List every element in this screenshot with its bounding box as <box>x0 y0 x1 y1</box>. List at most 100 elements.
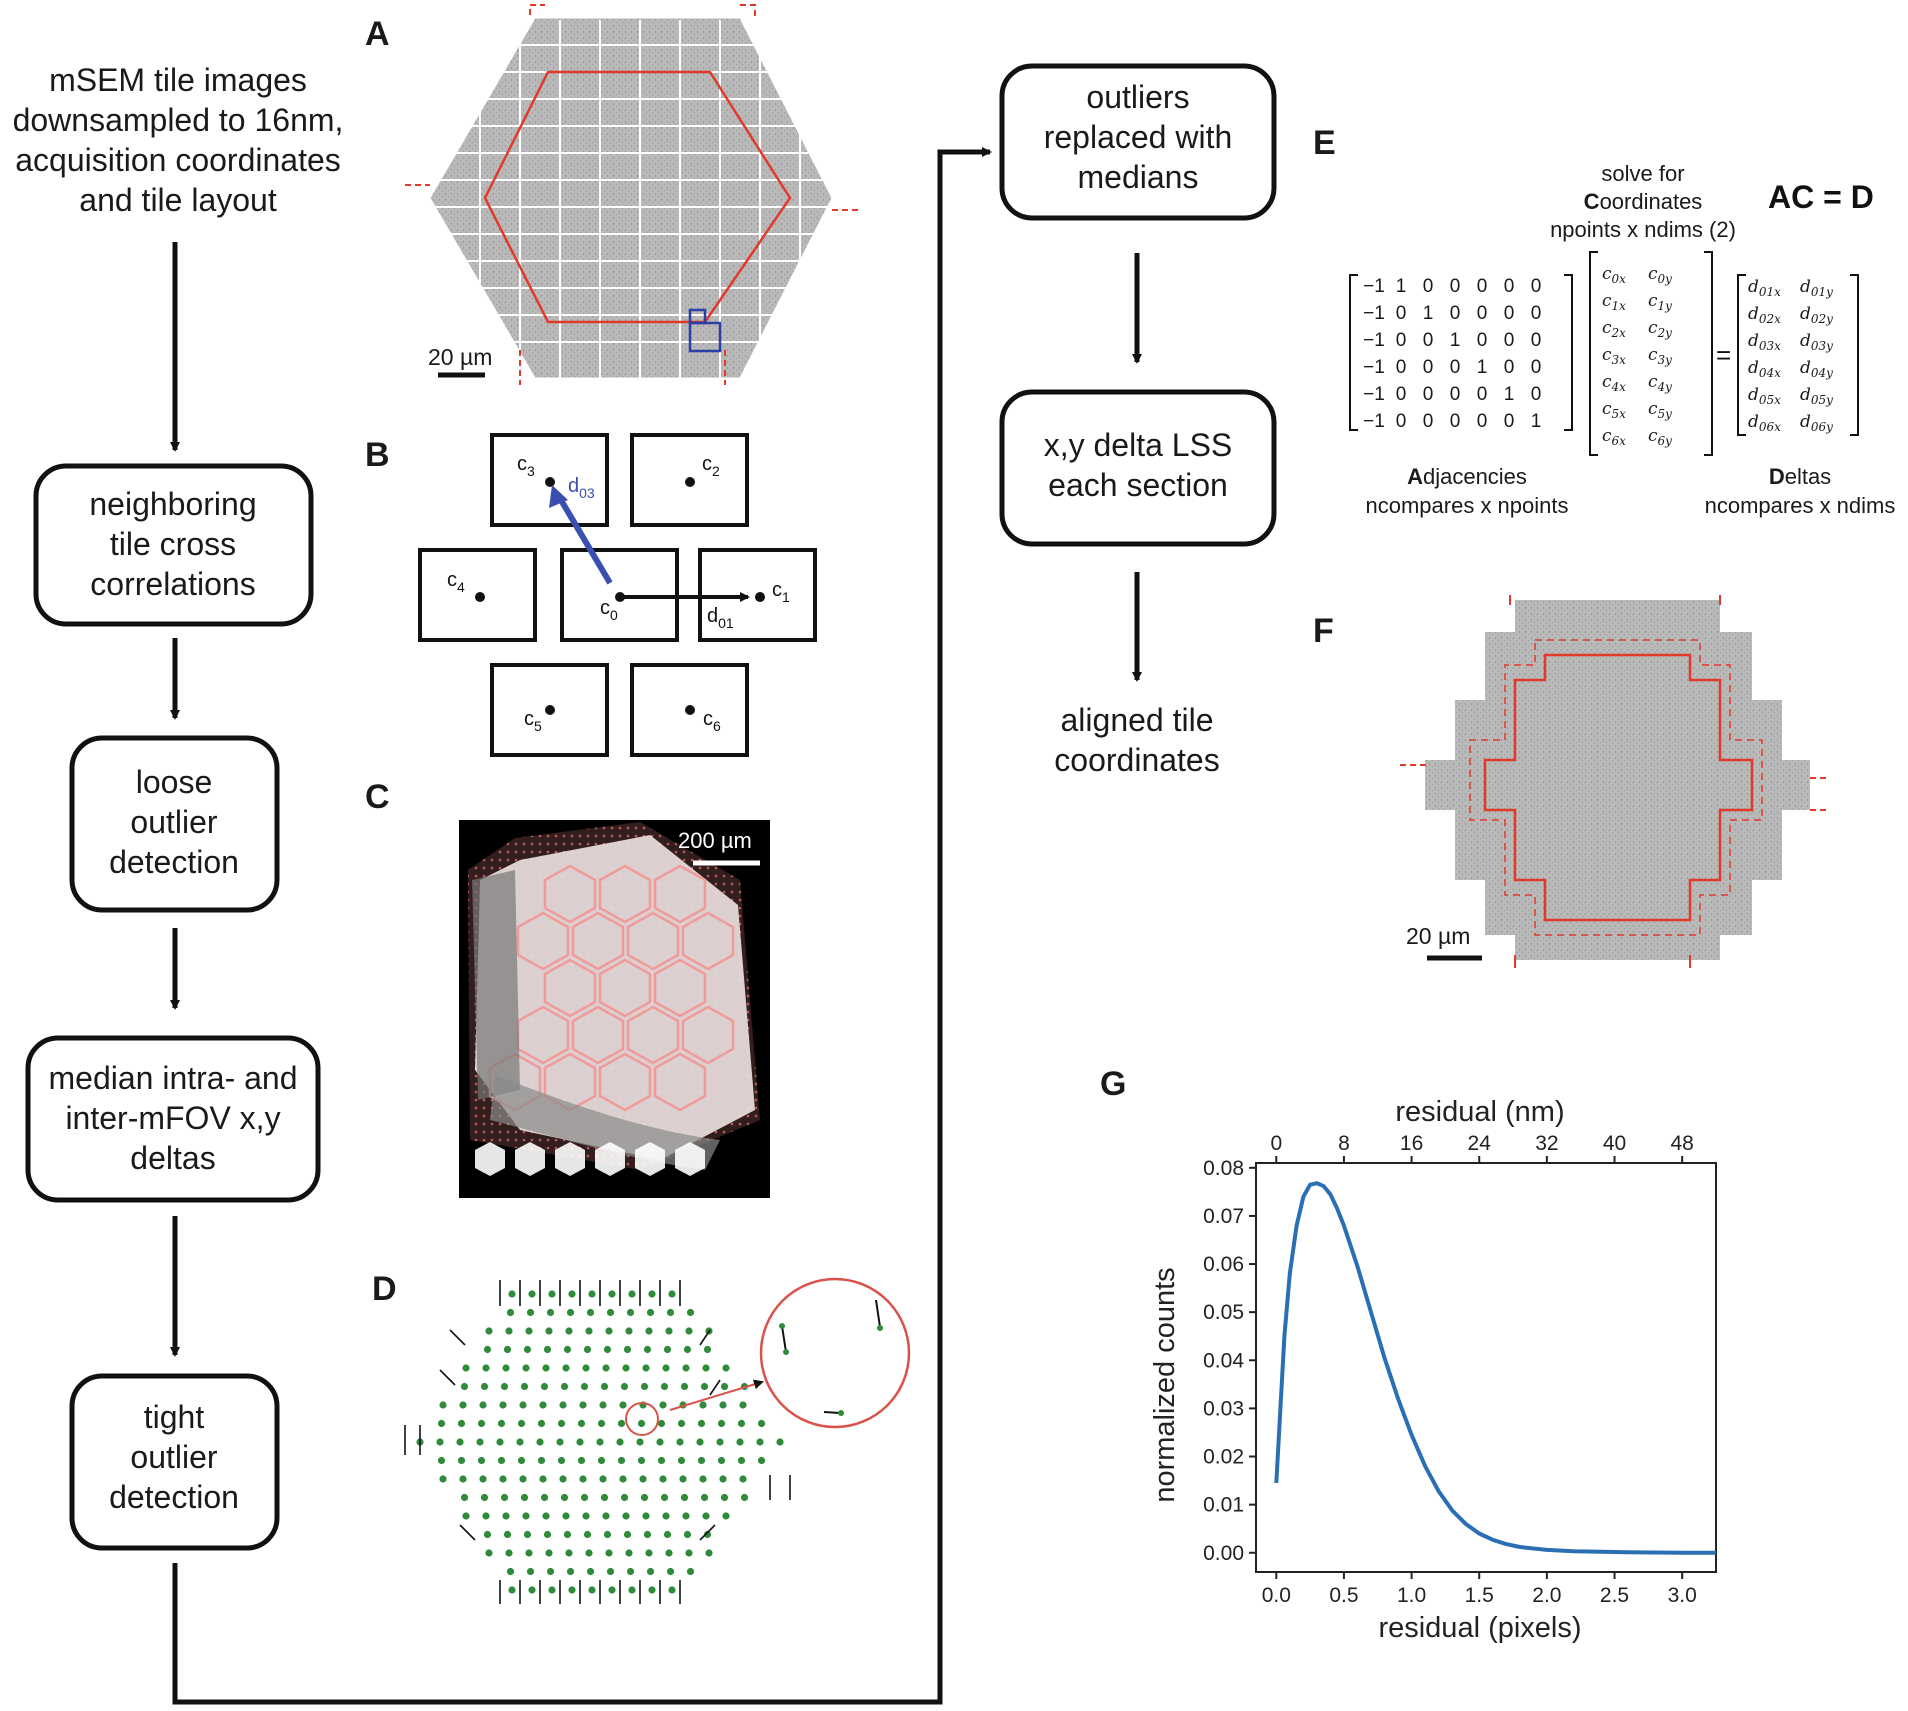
tile-center-dot <box>646 1308 655 1317</box>
panel-b-arrow-d03 <box>555 493 613 585</box>
tile-center-dot <box>736 1438 744 1446</box>
y-tick-label: 0.08 <box>1203 1157 1244 1180</box>
tile-center-dot <box>606 1308 615 1317</box>
tile-center-dot <box>659 1475 667 1483</box>
tile-center-dot <box>663 1530 672 1539</box>
tile-center-dot <box>439 1475 447 1483</box>
tile-center-dot <box>528 1290 536 1298</box>
tile-center-dot <box>622 1512 630 1520</box>
tile-center-dot <box>739 1401 747 1409</box>
tile-center-dot <box>479 1475 487 1483</box>
y-tick-label: 0.05 <box>1203 1301 1244 1324</box>
chart-plot-frame <box>1255 1162 1717 1573</box>
tile-center-dot <box>562 1512 570 1520</box>
tile-center-dot <box>523 1530 532 1539</box>
y-tick-label: 0.02 <box>1203 1446 1244 1469</box>
tile-center-dot <box>560 1382 569 1391</box>
tile-center-dot <box>539 1475 547 1483</box>
tile-center-dot <box>505 1327 513 1335</box>
tile-center-dot <box>683 1345 692 1354</box>
tile-center-dot <box>700 1382 709 1391</box>
tile-center-dot <box>617 1419 626 1428</box>
flow-box-cross-correlations: neighboring tile cross correlations <box>33 463 314 627</box>
tile-center-dot <box>623 1345 632 1354</box>
panel-f-aligned-montage <box>1400 595 1830 968</box>
matrix-a-entry: 0 <box>1450 384 1461 405</box>
chart-top-axis-label: residual (nm) <box>1395 1096 1564 1128</box>
tile-center-dot <box>537 1456 546 1465</box>
tile-center-dot <box>626 1567 635 1576</box>
tile-center-dot <box>665 1327 673 1335</box>
matrix-c-entry: c0y <box>1648 264 1672 286</box>
tile-center-dot <box>606 1567 615 1576</box>
tile-center-dot <box>756 1438 764 1446</box>
svg-text:aligned tile: aligned tile <box>1061 702 1214 738</box>
matrix-d-entry: d04y <box>1800 358 1833 380</box>
y-tick-label: 0.06 <box>1203 1253 1244 1276</box>
tile-center-dot <box>720 1382 729 1391</box>
flow-output-text: aligned tile coordinates <box>1054 702 1219 778</box>
tile-center-dot <box>565 1549 573 1557</box>
y-tick-label: 0.00 <box>1203 1542 1244 1565</box>
svg-text:neighboring: neighboring <box>89 486 256 522</box>
tile-center-dot <box>582 1512 590 1520</box>
tile-center-dot <box>605 1327 613 1335</box>
tile-center-dot <box>637 1456 646 1465</box>
tile-center-dot <box>665 1549 673 1557</box>
matrix-d-entry: d03x <box>1748 331 1781 353</box>
tile-center-dot <box>662 1512 670 1520</box>
tile-center-dot <box>696 1438 704 1446</box>
tile-center-dot <box>623 1530 632 1539</box>
tile-center-dot <box>677 1456 686 1465</box>
deltas-caption: Deltas ncompares x ndims <box>1705 464 1896 518</box>
svg-text:inter-mFOV x,y: inter-mFOV x,y <box>65 1100 280 1136</box>
tile-center-dot <box>776 1438 784 1446</box>
tile-center-dot <box>739 1475 747 1483</box>
tile-center-dot <box>477 1419 486 1428</box>
tile-center-dot <box>703 1530 712 1539</box>
matrix-d-entry: d05x <box>1748 385 1781 407</box>
tile-center-dot <box>542 1364 550 1372</box>
tile-center-dot <box>526 1308 535 1317</box>
matrix-a-entry: 0 <box>1423 384 1434 405</box>
tile-center-dot <box>502 1512 510 1520</box>
x2-tick-label: 40 <box>1603 1132 1626 1155</box>
tile-center-dot <box>619 1475 627 1483</box>
tile-center-dot <box>456 1438 464 1446</box>
matrix-a-entry: −1 <box>1363 303 1385 324</box>
svg-text:tile cross: tile cross <box>110 526 236 562</box>
tile-center-dot <box>482 1512 490 1520</box>
svg-text:detection: detection <box>109 844 239 880</box>
tile-center-dot <box>628 1586 636 1594</box>
tile-center-dot <box>608 1290 616 1298</box>
panel-label-f: F <box>1313 612 1334 650</box>
tile-center-dot <box>642 1364 650 1372</box>
matrix-d-entry: d06y <box>1800 412 1833 434</box>
tile-center-dot <box>502 1364 510 1372</box>
panel-label-a: A <box>365 15 390 53</box>
tile-center-dot <box>603 1530 612 1539</box>
tile-center-dot <box>579 1475 587 1483</box>
svg-text:outliers: outliers <box>1086 79 1189 115</box>
tile-center-dot <box>737 1456 746 1465</box>
tile-center-dot <box>659 1401 667 1409</box>
tile-center-dot <box>479 1401 487 1409</box>
tile-center-dot <box>580 1382 589 1391</box>
tile-center-dot <box>506 1308 515 1317</box>
svg-text:Deltas: Deltas <box>1769 464 1831 489</box>
tile-center-dot <box>645 1327 653 1335</box>
tile-center-dot <box>622 1364 630 1372</box>
matrix-a-entry: −1 <box>1363 276 1385 297</box>
tile-center-dot <box>568 1290 576 1298</box>
tile-center-dot <box>519 1475 527 1483</box>
matrix-a-entry: 0 <box>1396 330 1407 351</box>
tile-center-dot <box>568 1586 576 1594</box>
tile-center-dot <box>566 1308 575 1317</box>
tile-center-dot <box>668 1586 676 1594</box>
tile-center-dot <box>685 1549 693 1557</box>
tile-center-dot <box>586 1308 595 1317</box>
matrix-a-entry: 0 <box>1504 411 1515 432</box>
tile-center-dot <box>626 1308 635 1317</box>
svg-text:c4: c4 <box>447 569 465 595</box>
